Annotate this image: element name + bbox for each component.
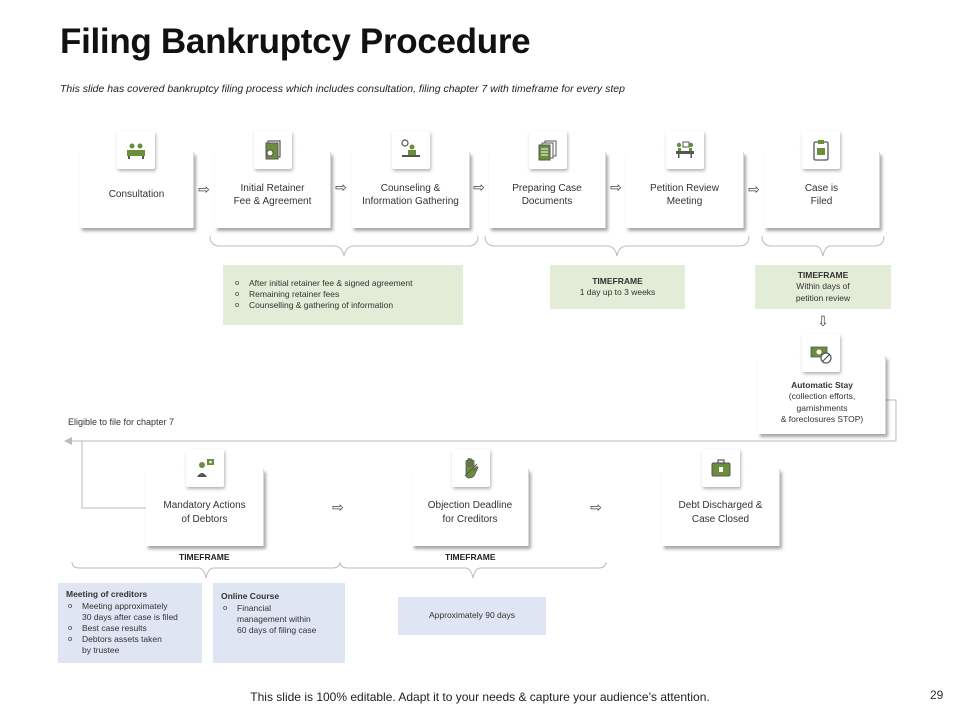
step-label: Initial Retainer Fee & Agreement	[233, 182, 312, 208]
brace-retainer-counseling	[209, 235, 479, 257]
timeframe-heading: TIMEFRAME	[797, 270, 849, 281]
brace-mandatory	[71, 561, 341, 579]
clipboard-icon	[802, 131, 840, 169]
list-item: Meeting approximately 30 days after case…	[66, 601, 194, 623]
briefcase-icon	[702, 449, 740, 487]
timeframe-filed-box: TIMEFRAME Within days of petition review	[755, 265, 891, 309]
page-number: 29	[930, 688, 944, 702]
brace-filed	[761, 235, 885, 257]
hand-stop-icon	[452, 449, 490, 487]
step-label: Petition Review Meeting	[650, 182, 719, 208]
approx-days-text: Approximately 90 days	[429, 610, 515, 621]
automatic-stay-detail: (collection efforts, garnishments & fore…	[780, 391, 864, 425]
arrow-down-icon: ⇩	[817, 313, 829, 329]
timeframe-text: 1 day up to 3 weeks	[579, 287, 656, 297]
brace-documents-petition	[484, 235, 750, 257]
approx-days-box: Approximately 90 days	[398, 597, 546, 635]
timeframe-label-objection: TIMEFRAME	[445, 552, 496, 562]
step-label: Counseling & Information Gathering	[362, 182, 459, 208]
meeting-creditors-box: Meeting of creditors Meeting approximate…	[58, 583, 202, 663]
arrow-right-icon: ⇨	[198, 181, 210, 197]
documents-icon	[529, 131, 567, 169]
online-course-heading: Online Course	[221, 591, 280, 601]
debtor-icon	[186, 449, 224, 487]
step-label: Debt Discharged & Case Closed	[678, 500, 763, 525]
arrow-right-icon: ⇨	[335, 179, 347, 195]
list-item: Debtors assets taken by trustee	[66, 634, 194, 656]
slide-title: Filing Bankruptcy Procedure	[60, 22, 531, 61]
brace-objection	[339, 561, 607, 579]
online-course-box: Online Course Financial management withi…	[213, 583, 345, 663]
step-label: Objection Deadline for Creditors	[427, 500, 513, 525]
step-card-retainer: Initial Retainer Fee & Agreement	[215, 152, 331, 228]
arrow-right-icon: ⇨	[473, 179, 485, 195]
automatic-stay-text: Automatic Stay (collection efforts, garn…	[758, 380, 886, 426]
timeframe-heading: TIMEFRAME	[592, 275, 643, 286]
slide-subtitle: This slide has covered bankruptcy filing…	[60, 83, 625, 95]
automatic-stay-heading: Automatic Stay	[791, 380, 853, 390]
step-label: Preparing Case Documents	[512, 182, 582, 208]
timeframe-documents-box: TIMEFRAME 1 day up to 3 weeks	[550, 265, 685, 309]
list-item: Best case results	[66, 623, 194, 634]
eligible-label: Eligible to file for chapter 7	[68, 417, 175, 427]
meeting-icon	[666, 131, 704, 169]
step-label: Mandatory Actions of Debtors	[163, 500, 246, 525]
meeting-creditors-list: Meeting approximately 30 days after case…	[66, 601, 194, 656]
list-item: After initial retainer fee & signed agre…	[233, 278, 453, 289]
agreement-icon	[254, 131, 292, 169]
counseling-icon	[392, 131, 430, 169]
meeting-creditors-heading: Meeting of creditors	[66, 589, 148, 599]
arrow-right-icon: ⇨	[610, 179, 622, 195]
consultation-icon	[117, 131, 155, 169]
list-item: Remaining retainer fees	[233, 289, 453, 300]
money-stop-icon	[802, 334, 840, 372]
step-card-debt-discharged: Debt Discharged & Case Closed	[662, 469, 780, 546]
arrow-right-icon: ⇨	[748, 181, 760, 197]
list-item: Financial management within 60 days of f…	[221, 603, 337, 636]
retainer-notes-list: After initial retainer fee & signed agre…	[233, 278, 453, 311]
step-label: Consultation	[108, 189, 165, 201]
list-item: Counselling & gathering of information	[233, 300, 453, 311]
timeframe-text: Within days of petition review	[795, 281, 851, 303]
online-course-list: Financial management within 60 days of f…	[221, 603, 337, 636]
footer-note: This slide is 100% editable. Adapt it to…	[250, 690, 710, 704]
step-label: Case is Filed	[804, 182, 839, 208]
arrow-right-icon: ⇨	[332, 499, 344, 515]
arrow-right-icon: ⇨	[590, 499, 602, 515]
retainer-notes-box: After initial retainer fee & signed agre…	[223, 265, 463, 325]
timeframe-label-mandatory: TIMEFRAME	[179, 552, 230, 562]
